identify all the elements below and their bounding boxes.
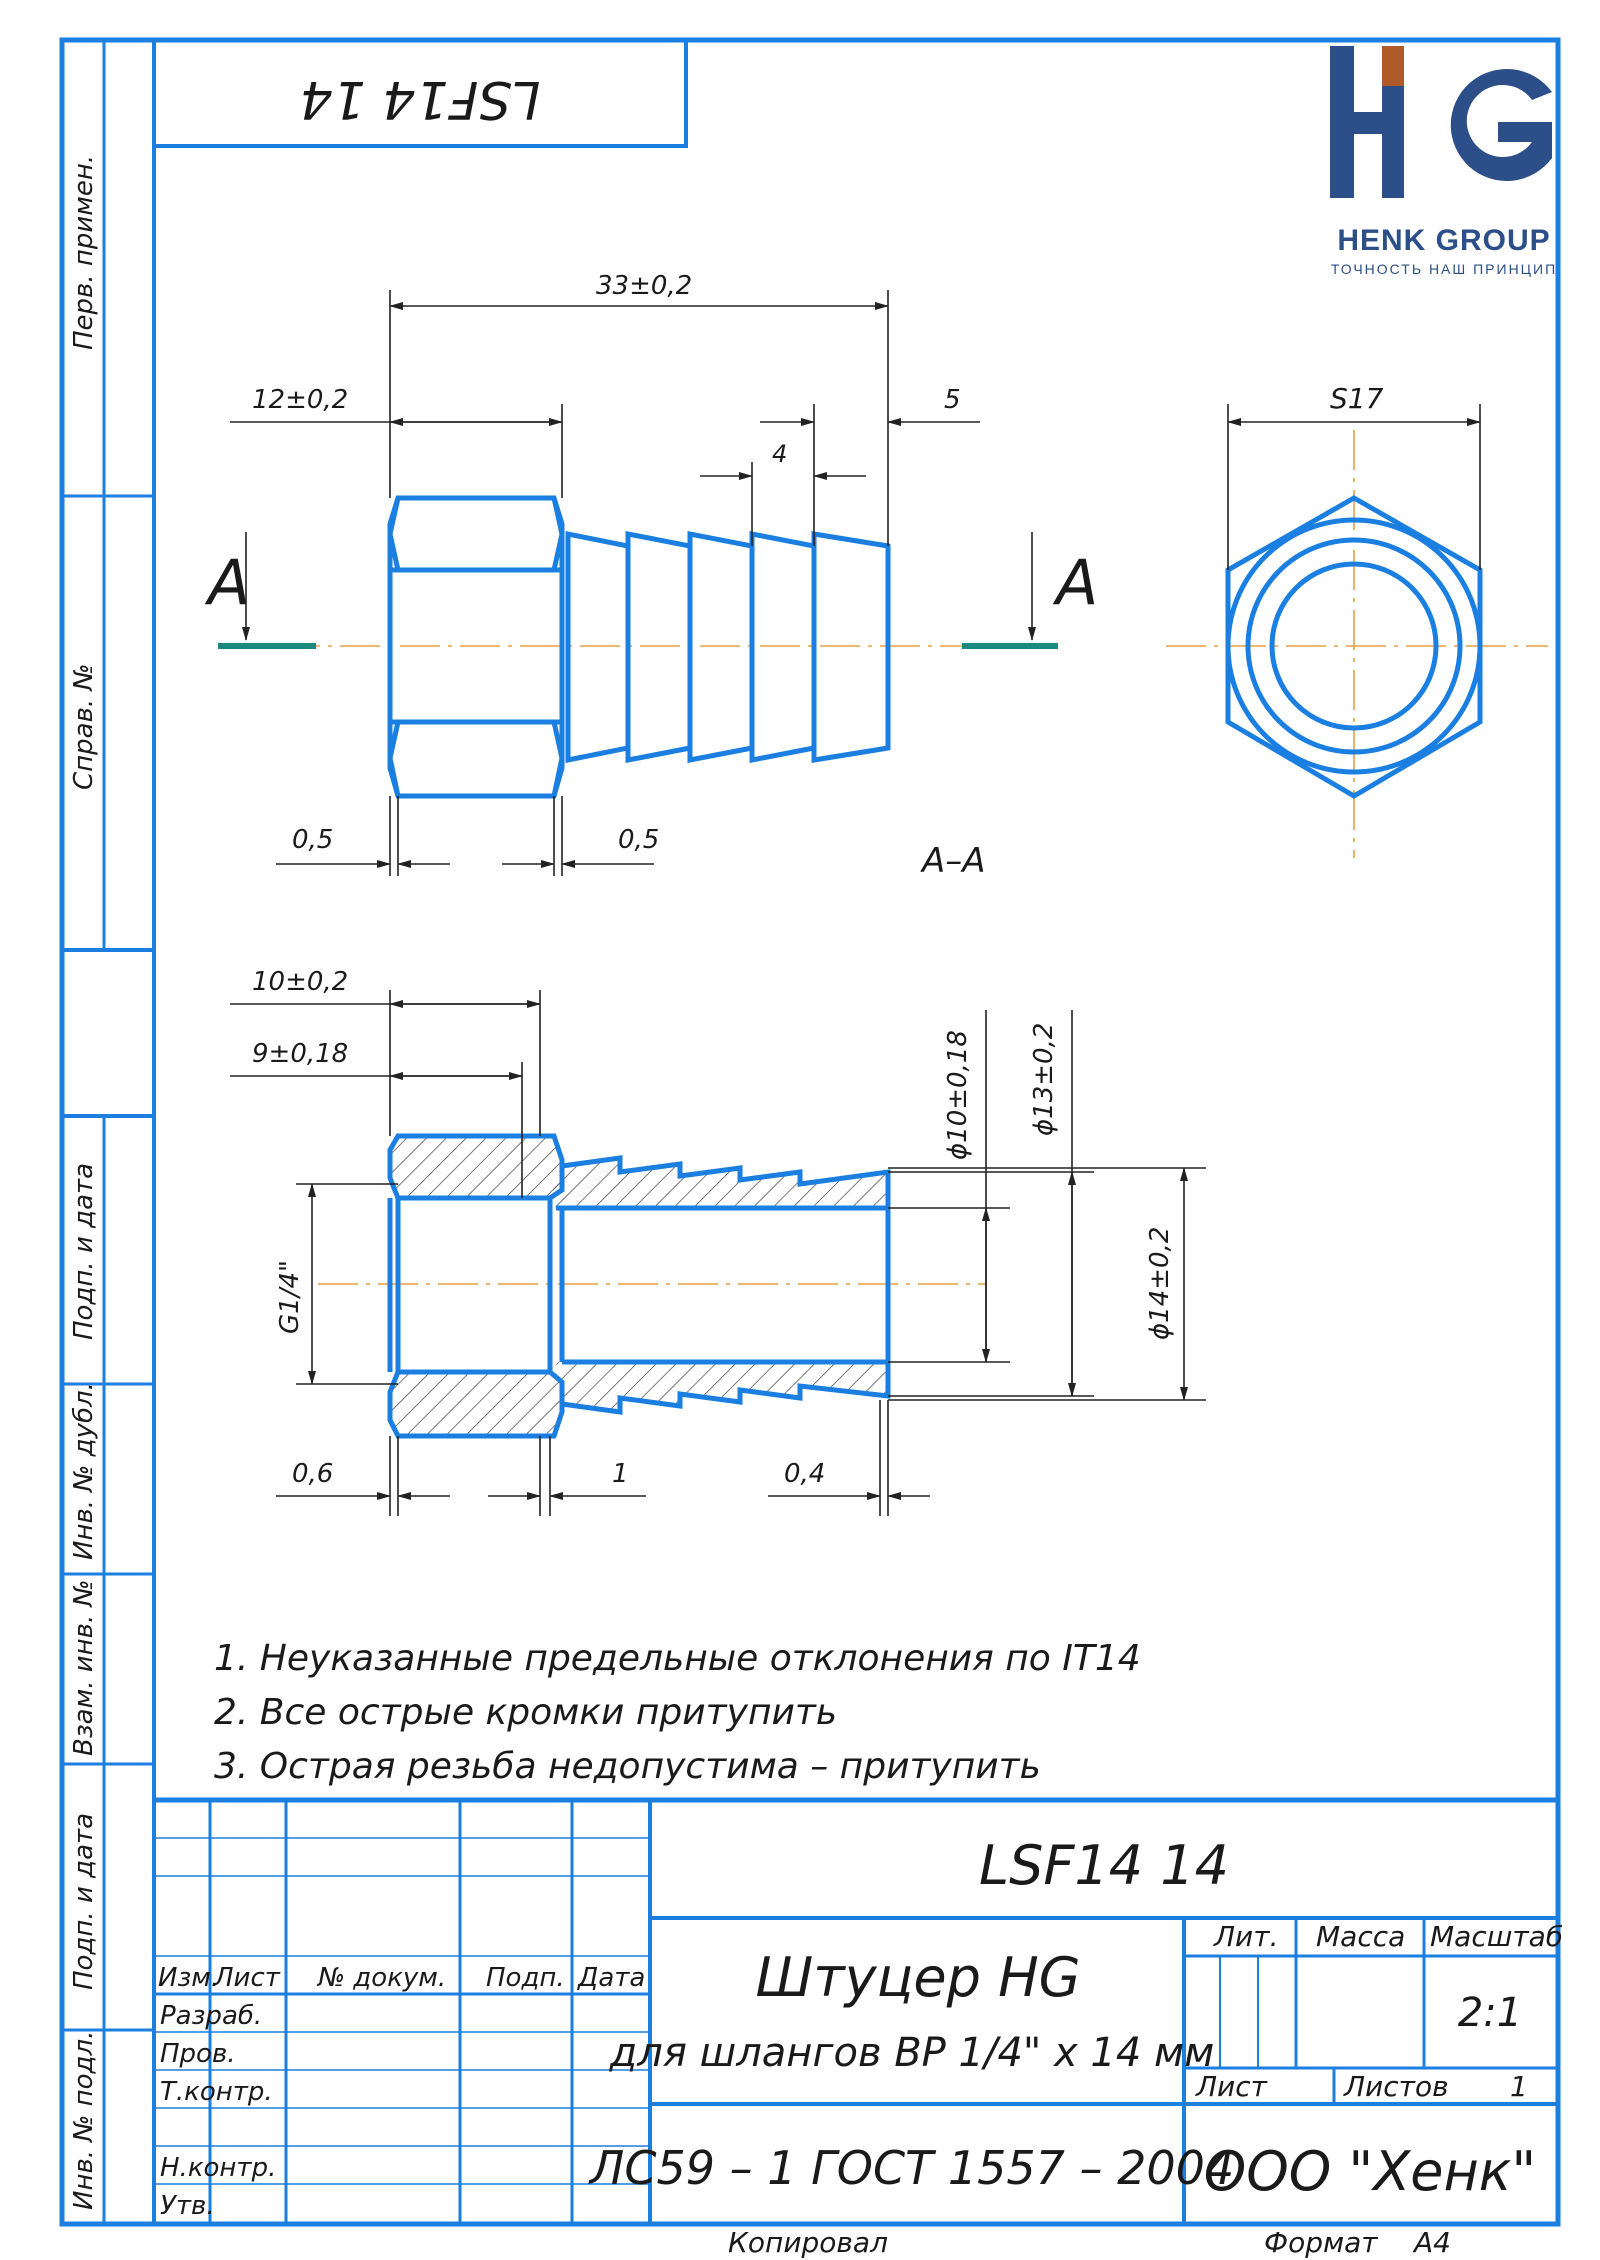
technical-notes: 1. Неуказанные предельные отклонения по …	[214, 1638, 1141, 1787]
label-lit: Лит.	[1213, 1920, 1278, 1953]
row-razrab: Разраб.	[160, 2001, 262, 2031]
logo-h-right-bar	[1382, 86, 1404, 198]
label-masshtab: Масштаб	[1430, 1920, 1563, 1953]
dim-chamfer-right: 0,5	[618, 825, 659, 855]
dim-hex-length: 12±0,2	[252, 385, 348, 415]
section-mark-right: А	[1052, 546, 1098, 619]
row-tkontr: Т.контр.	[160, 2077, 273, 2107]
row-prov: Пров.	[160, 2039, 236, 2069]
title-name-line1: Штуцер HG	[755, 1946, 1080, 2009]
section-mark-left: А	[204, 546, 250, 619]
note-2: 2. Все острые кромки притупить	[214, 1692, 837, 1733]
dim-d14: ϕ14±0,2	[1145, 1227, 1175, 1340]
footer-format-value: А4	[1412, 2226, 1451, 2259]
dim-06: 0,6	[292, 1459, 333, 1489]
end-view: S17	[1166, 382, 1548, 858]
title-code: LSF14 14	[979, 1834, 1229, 1897]
dim-10: 10±0,2	[252, 967, 348, 997]
title-material: ЛС59 – 1 ГОСТ 1557 – 2004	[588, 2141, 1234, 2195]
side-label-sprav: Справ. №	[69, 664, 99, 790]
side-label-inv-podl: Инв. № подл.	[69, 2031, 99, 2210]
side-label-podp-data-1: Подп. и дата	[69, 1163, 99, 1340]
side-label-podp-data-2: Подп. и дата	[69, 1813, 99, 1990]
side-labels: Перв. примен. Справ. № Подп. и дата Инв.…	[69, 155, 99, 2210]
logo-slogan: ТОЧНОСТЬ НАШ ПРИНЦИП	[1331, 261, 1557, 277]
note-3: 3. Острая резьба недопустима – притупить	[214, 1746, 1041, 1787]
bore-circle	[1269, 561, 1439, 731]
barbed-nozzle	[565, 530, 891, 764]
title-name-line2: для шлангов ВР 1/4" х 14 мм	[609, 2030, 1215, 2076]
title-company: ООО "Хенк"	[1204, 2140, 1537, 2203]
hex-body	[387, 495, 565, 799]
listov-value: 1	[1510, 2070, 1528, 2103]
dim-1: 1	[612, 1459, 629, 1489]
section-view: 10±0,2 9±0,18 ϕ10±0,18 ϕ13±0,2 ϕ14±0,2 G…	[230, 967, 1206, 1516]
side-view: А А 33±0,2 12±0,2 5	[204, 271, 1098, 876]
logo: HENK GROUP ТОЧНОСТЬ НАШ ПРИНЦИП	[1330, 46, 1557, 277]
dim-04: 0,4	[784, 1459, 825, 1489]
row-utv: Утв.	[160, 2191, 215, 2221]
side-label-inv-dubl: Инв. № дубл.	[69, 1382, 99, 1560]
section-title: А–А	[920, 841, 986, 881]
footer-format-label: Формат	[1264, 2226, 1378, 2259]
title-block: Изм. Лист № докум. Подп. Дата Разраб. Пр…	[154, 1797, 1563, 2224]
side-label-vzam-inv: Взам. инв. №	[69, 1579, 99, 1756]
chamfer-circle	[1225, 517, 1483, 775]
col-podp: Подп.	[486, 1963, 565, 1993]
logo-g-letter	[1450, 69, 1552, 182]
side-label-perv-primen: Перв. примен.	[69, 155, 99, 350]
sheet-frame	[59, 37, 1561, 2227]
top-code-box	[152, 38, 688, 148]
col-data: Дата	[577, 1963, 645, 1993]
label-list: Лист	[1195, 2070, 1268, 2103]
scale-value: 2:1	[1458, 1990, 1522, 2036]
dim-4: 4	[772, 440, 787, 468]
thread-outer-circle	[1245, 537, 1463, 755]
row-nkontr: Н.контр.	[160, 2153, 276, 2183]
dim-d13: ϕ13±0,2	[1029, 1023, 1059, 1136]
footer-kopiroval: Копировал	[728, 2226, 888, 2259]
dim-thread: G1/4"	[275, 1260, 305, 1334]
top-code-mirrored: LSF14 14	[300, 69, 541, 129]
label-massa: Масса	[1316, 1920, 1405, 1953]
dim-total-length: 33±0,2	[596, 271, 692, 301]
dim-9: 9±0,18	[252, 1039, 348, 1069]
col-doc: № докум.	[316, 1963, 446, 1993]
dim-across-flats: S17	[1330, 382, 1384, 415]
dim-5: 5	[944, 385, 961, 415]
dim-d10: ϕ10±0,18	[943, 1030, 973, 1160]
logo-h-accent	[1382, 46, 1404, 86]
logo-company: HENK GROUP	[1337, 224, 1550, 257]
note-1: 1. Неуказанные предельные отклонения по …	[214, 1638, 1141, 1679]
col-list: Лист	[213, 1963, 281, 1993]
dim-chamfer-left: 0,5	[292, 825, 333, 855]
col-izm: Изм.	[158, 1963, 219, 1993]
label-listov: Листов	[1343, 2070, 1449, 2103]
